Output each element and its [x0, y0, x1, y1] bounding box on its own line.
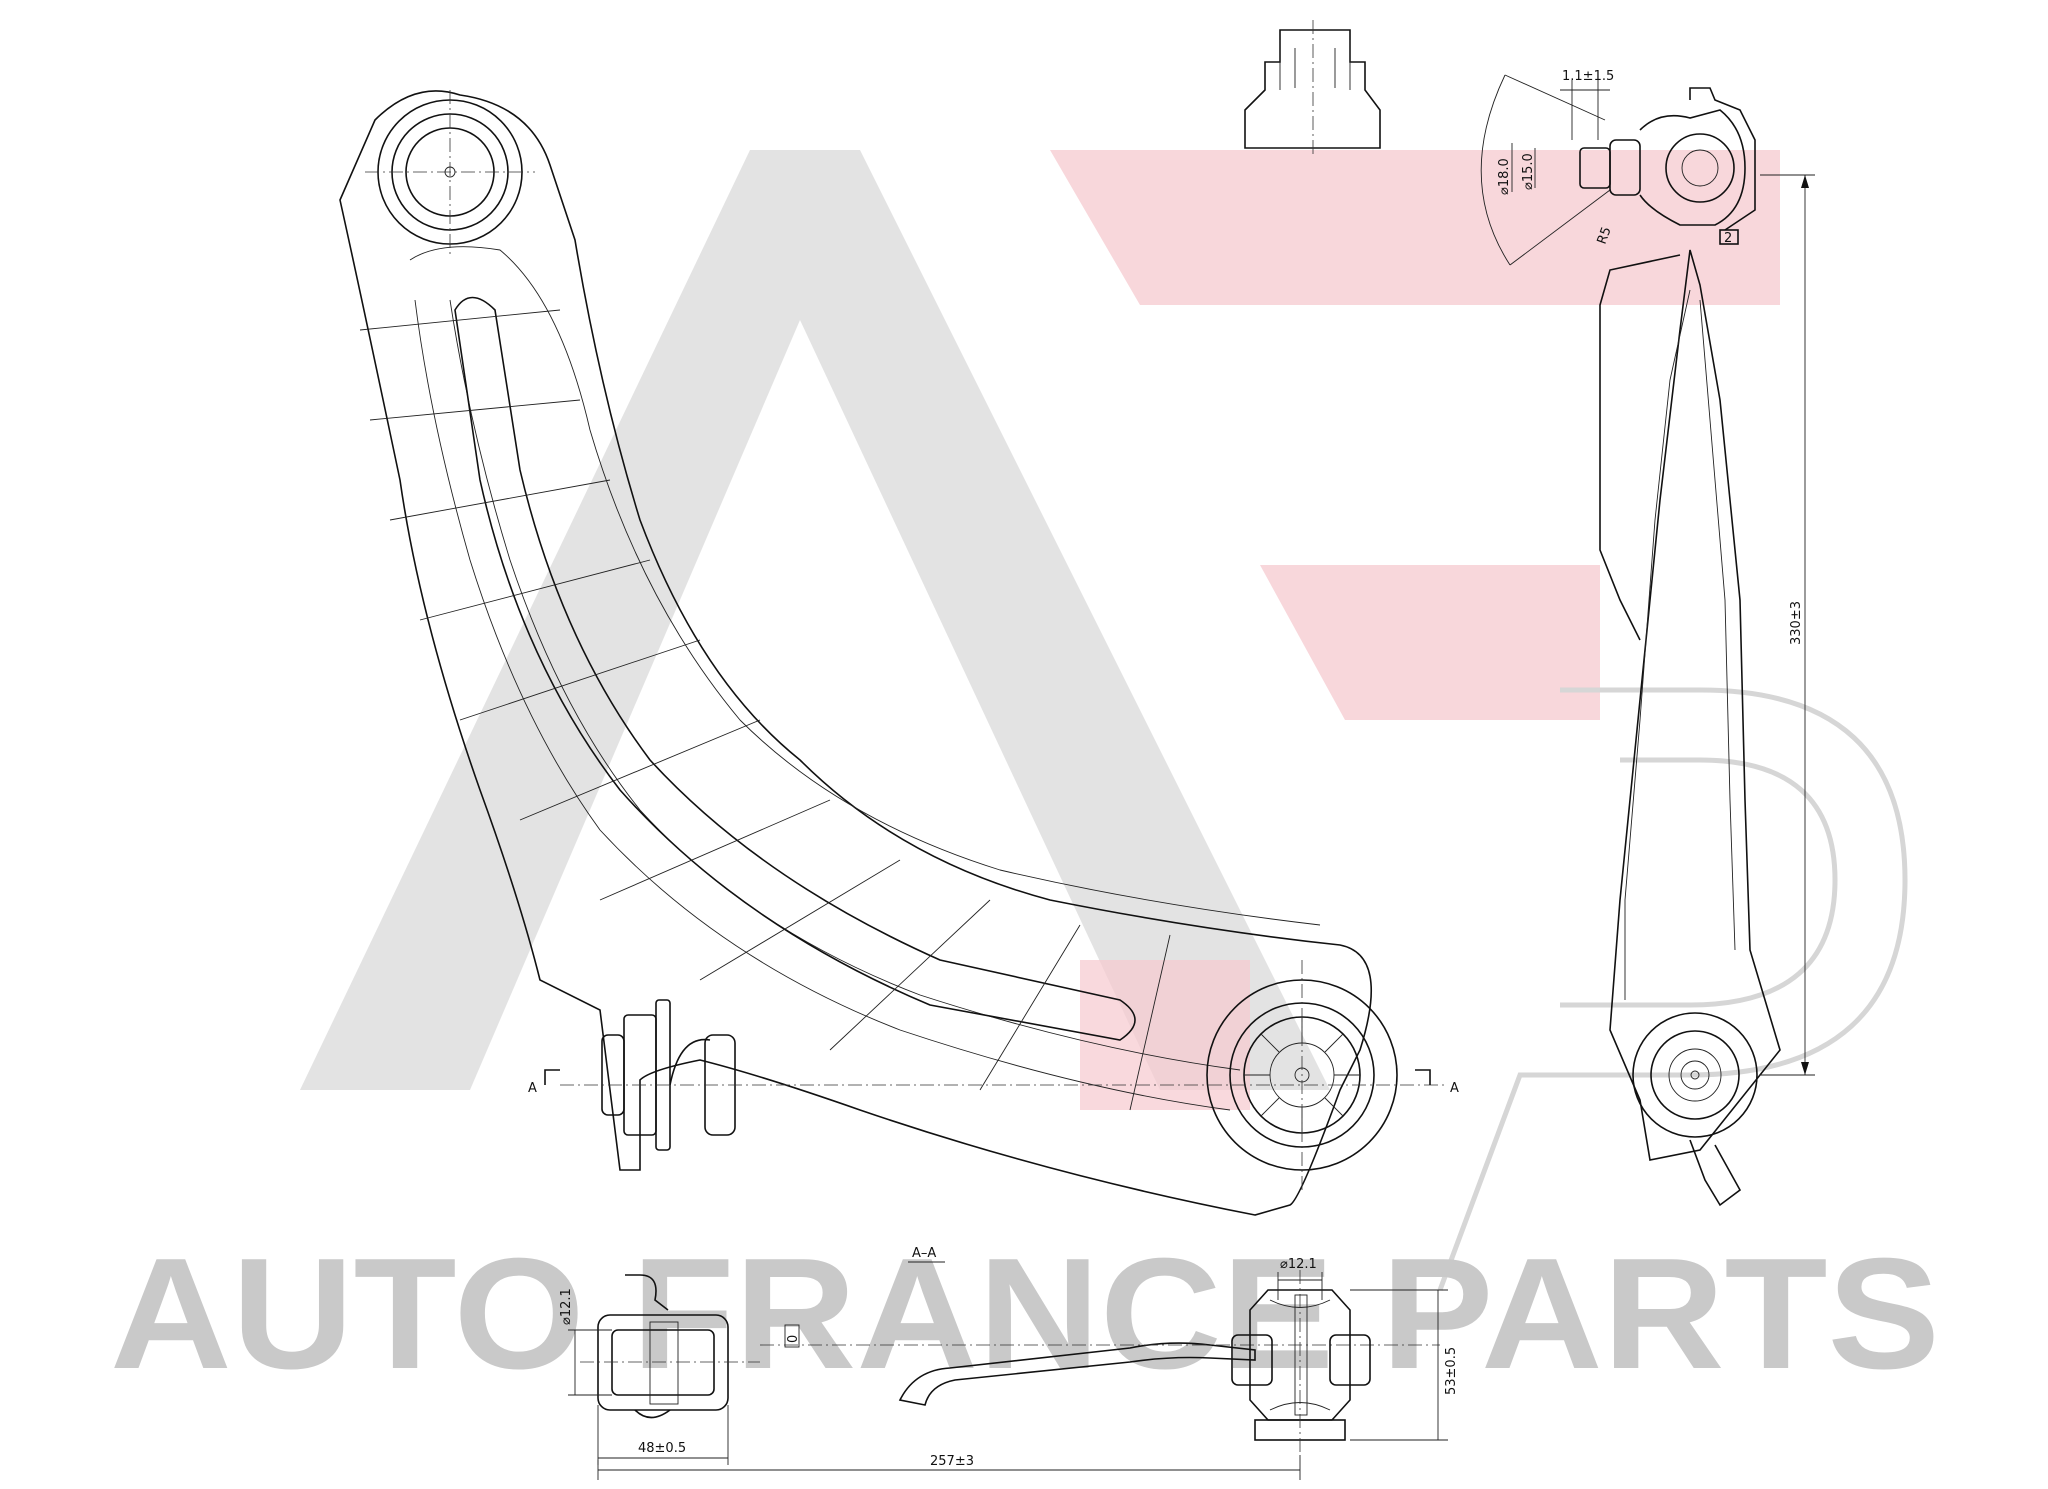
arm-cross-ribs: [359, 309, 1171, 1111]
svg-text:1.1±1.5: 1.1±1.5: [1562, 69, 1614, 84]
svg-text:48±0.5: 48±0.5: [638, 1441, 686, 1456]
section-bushing-right: [1231, 1270, 1371, 1455]
svg-text:53±0.5: 53±0.5: [1444, 1347, 1459, 1395]
side-arm-outline: [1609, 249, 1781, 1161]
dim-ball-dia-15: ⌀15.0: [1521, 148, 1536, 190]
arm-slot: [454, 296, 1136, 1041]
watermark-red-band-top: [1050, 150, 1780, 305]
dim-bushing-bore-right: ⌀12.1: [1277, 1257, 1323, 1300]
watermark-brand-text: AUTO FRANCE PARTS: [110, 1226, 1940, 1402]
section-arm-profile: [898, 1342, 1256, 1406]
section-bushing-left: [580, 1274, 760, 1419]
svg-text:⌀12.1: ⌀12.1: [1280, 1257, 1317, 1272]
side-arm-rib: [1624, 289, 1691, 1000]
control-arm-side-view: 2 1.1±1.5 ⌀18.0 ⌀15.0 R5: [1480, 69, 1815, 1207]
bushing-detail-view: [1244, 20, 1381, 158]
svg-text:A: A: [528, 1081, 537, 1096]
dim-ball-angle: R5: [1595, 225, 1615, 246]
svg-text:⌀15.0: ⌀15.0: [1521, 153, 1536, 190]
svg-text:R5: R5: [1595, 225, 1615, 246]
dim-offset-small: 0: [784, 1324, 801, 1348]
rear-bushing-side: [601, 999, 736, 1151]
side-ball-joint: [1632, 1012, 1758, 1138]
dim-bushing-height: 53±0.5: [1350, 1289, 1459, 1441]
arm-outline: [339, 90, 1372, 1216]
svg-text:257±3: 257±3: [930, 1454, 974, 1469]
section-title: A–A: [912, 1246, 936, 1261]
svg-text:A: A: [1450, 1081, 1459, 1096]
svg-text:⌀18.0: ⌀18.0: [1497, 158, 1512, 195]
dim-bushing-spacing: 257±3: [597, 1454, 1301, 1480]
arm-inner-flange: [409, 246, 1321, 926]
dim-bushing-width: 48±0.5: [597, 1405, 729, 1465]
dim-bushing-bore-left: ⌀12.1: [559, 1288, 612, 1396]
svg-text:330±3: 330±3: [1789, 601, 1804, 645]
watermark-a-shape: [300, 150, 1330, 1090]
side-arm-rib-2: [1699, 299, 1736, 951]
control-arm-top-view: A A: [339, 90, 1459, 1216]
dim-height: 330±3: [1760, 174, 1815, 1076]
svg-text:2: 2: [1724, 231, 1732, 246]
svg-text:⌀12.1: ⌀12.1: [559, 1288, 574, 1325]
dim-angle-arc: [1480, 74, 1511, 266]
side-arm-flange: [1599, 254, 1681, 641]
arm-rib-outer: [414, 299, 1231, 1111]
dim-ball-offset: 1.1±1.5: [1560, 69, 1614, 140]
section-a-a-view: A–A ⌀12.1: [559, 1246, 1459, 1480]
side-bottom-tab: [1689, 1139, 1742, 1207]
watermark-red-band-mid: [1260, 565, 1600, 720]
watermark-p-outline: [1437, 687, 1908, 1291]
watermark-p-inner: [1560, 757, 1838, 1008]
dim-ball-dia-18: ⌀18.0: [1497, 143, 1513, 195]
side-ball-joint-top: 2: [1579, 87, 1756, 246]
svg-text:0: 0: [786, 1335, 801, 1343]
section-marker-right: A: [1415, 1069, 1459, 1096]
section-marker-left: A: [528, 1069, 560, 1096]
watermark-logo: AUTO FRANCE PARTS: [110, 150, 1940, 1402]
